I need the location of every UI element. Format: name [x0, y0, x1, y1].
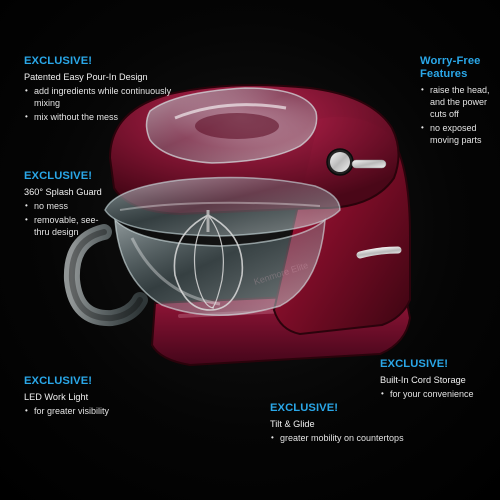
callout-heading: EXCLUSIVE! [270, 402, 339, 414]
mixer-column [272, 114, 411, 336]
mixer-brand-text: Kenmore Elite [253, 260, 310, 287]
callout-cord-storage: EXCLUSIVE! Built-In Cord Storage for you… [380, 358, 498, 402]
callout-bullet: removable, see-thru design [24, 214, 110, 238]
callout-heading: EXCLUSIVE! [380, 358, 449, 370]
bowl-handle [63, 224, 148, 327]
callout-led-work-light: EXCLUSIVE! LED Work Light for greater vi… [24, 375, 174, 419]
callout-bullet: greater mobility on countertops [270, 432, 460, 444]
splash-guard [104, 176, 341, 237]
callout-worry-free-features: Worry-Free Features raise the head, and … [420, 55, 498, 148]
whisk-attachment [173, 210, 244, 311]
callout-title: LED Work Light [24, 392, 89, 402]
callout-title: 360° Splash Guard [24, 187, 102, 197]
callout-bullet: mix without the mess [24, 111, 174, 123]
callout-title: Tilt & Glide [270, 419, 315, 429]
callout-bullet: for greater visibility [24, 405, 174, 417]
glass-bowl [114, 218, 326, 316]
callout-bullet: for your convenience [380, 388, 498, 400]
callout-title: Patented Easy Pour-In Design [24, 72, 148, 82]
callout-title: Built-In Cord Storage [380, 375, 466, 385]
callout-bullets: no mess removable, see-thru design [24, 200, 110, 238]
callout-bullet: add ingredients while continuously mixin… [24, 85, 174, 109]
callout-heading: EXCLUSIVE! [24, 55, 93, 67]
callout-tilt-and-glide: EXCLUSIVE! Tilt & Glide greater mobility… [270, 402, 460, 446]
callout-bullet: raise the head, and the power cuts off [420, 84, 498, 120]
callout-splash-guard: EXCLUSIVE! 360° Splash Guard no mess rem… [24, 170, 110, 240]
mixer-base [150, 290, 412, 367]
callout-bullets: add ingredients while continuously mixin… [24, 85, 174, 123]
callout-heading: Worry-Free Features [420, 55, 481, 80]
callout-heading: EXCLUSIVE! [24, 170, 93, 182]
callout-heading: EXCLUSIVE! [24, 375, 93, 387]
callout-bullets: raise the head, and the power cuts off n… [420, 84, 498, 146]
callout-easy-pour-in: EXCLUSIVE! Patented Easy Pour-In Design … [24, 55, 174, 125]
callout-bullets: for greater visibility [24, 405, 174, 417]
callout-bullet: no mess [24, 200, 110, 212]
callout-bullets: for your convenience [380, 388, 498, 400]
callout-bullet: no exposed moving parts [420, 122, 498, 146]
callout-bullets: greater mobility on countertops [270, 432, 460, 444]
speed-control-knob [326, 148, 387, 176]
